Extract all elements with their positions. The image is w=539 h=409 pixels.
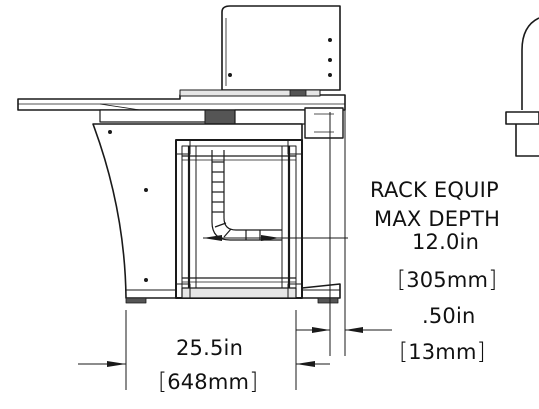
rack-depth-dimension xyxy=(203,235,348,241)
max-depth-label: MAX DEPTH xyxy=(374,207,501,231)
cable-carrier-chain xyxy=(211,150,282,241)
offset-dimension xyxy=(296,110,392,356)
depth-in-label: 12.0in xyxy=(412,230,480,254)
desk-work-surface xyxy=(17,89,346,111)
rack-frame xyxy=(175,139,303,299)
monitor-panel xyxy=(221,5,341,91)
width-in-label: 25.5in xyxy=(176,336,244,360)
offset-in-label: .50in xyxy=(422,304,476,328)
width-mm-value: 648mm xyxy=(167,370,250,394)
offset-mm-label: [13mm] xyxy=(399,339,486,365)
depth-mm-label: [305mm] xyxy=(397,267,498,293)
offset-mm-value: 13mm xyxy=(408,340,477,364)
console-feet xyxy=(125,297,339,304)
depth-mm-value: 305mm xyxy=(406,268,489,292)
adjacent-console-partial xyxy=(505,17,539,157)
rack-equip-label: RACK EQUIP xyxy=(370,178,499,202)
width-mm-label: [648mm] xyxy=(158,369,259,395)
surface-brackets xyxy=(99,107,344,139)
width-dimension xyxy=(78,310,330,390)
